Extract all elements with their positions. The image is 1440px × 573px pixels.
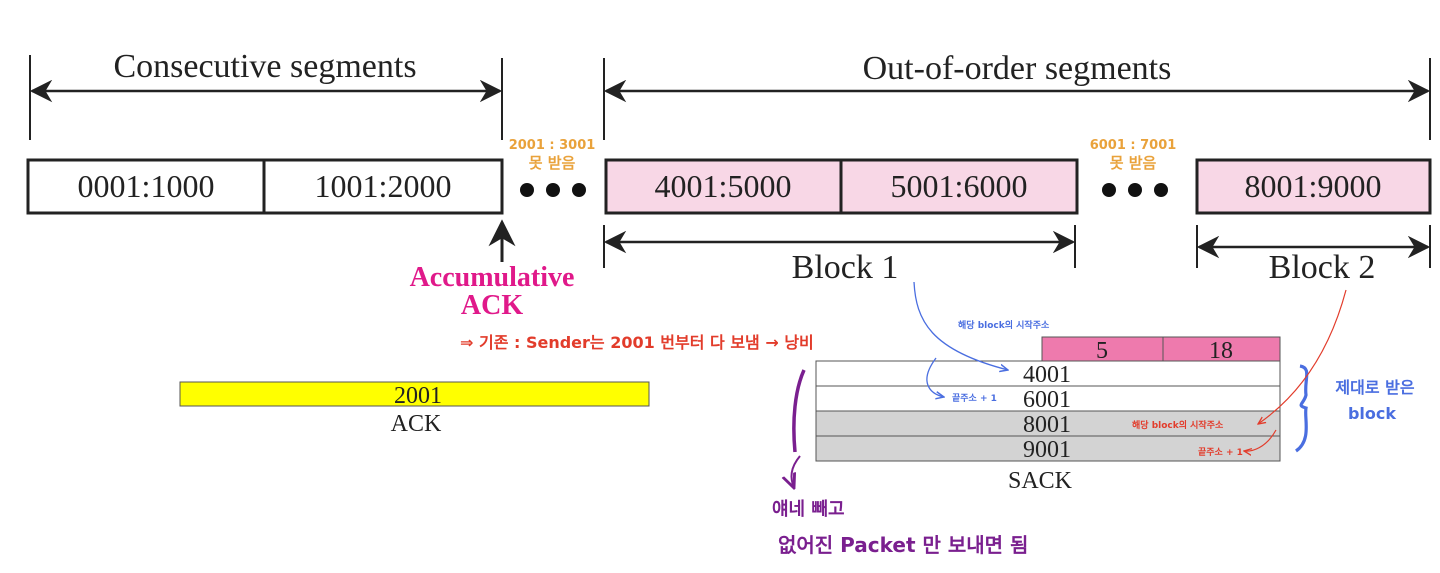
segment-label: 4001:5000 [655,168,792,204]
block-2-span: Block 2 [1196,225,1431,286]
accumulative-ack-line2: ACK [461,290,523,321]
segment-box-out-of-order [1195,158,1432,215]
missing-range: 6001 : 7001 [1090,138,1177,153]
gap-dots-1 [520,183,586,197]
missing-note: 못 받음 [1110,154,1157,172]
blue-annotations: 해당 block의 시작주소 끝주소 + 1 제대로 받은 block [913,281,1415,453]
segment-label: 5001:6000 [891,168,1028,204]
sack-header-value: 18 [1209,338,1233,364]
missing-note: 못 받음 [529,154,576,172]
ack-value: 2001 [394,383,442,409]
sack-row-value: 9001 [1023,437,1071,463]
block-1-span: Block 1 [603,225,1076,286]
missing-range: 2001 : 3001 [509,138,596,153]
block-1-label: Block 1 [792,249,899,286]
blue-arrow-end [926,357,944,397]
red-annotations: 해당 block의 시작주소 끝주소 + 1 [1132,289,1347,458]
segment-label: 0001:1000 [78,168,215,204]
received-blocks-note-line1: 제대로 받은 [1335,378,1414,397]
sack-header-value: 5 [1096,338,1108,364]
block-end-note-blue: 끝주소 + 1 [952,393,997,404]
segment-row: 0001:1000 1001:2000 4001:5000 5001:6000 … [26,158,1432,215]
purple-note-line1: 얘네 빼고 [772,499,845,520]
out-of-order-span: Out-of-order segments [603,50,1431,140]
segment-box [26,158,266,215]
sack-header-cell [1041,336,1164,362]
consecutive-span: Consecutive segments [29,48,503,140]
accumulative-ack-line1: Accumulative [410,262,575,293]
sack-row-value: 8001 [1023,412,1071,438]
consecutive-segments-title: Consecutive segments [113,48,416,85]
block-2-label: Block 2 [1269,249,1376,286]
sack-row-value: 4001 [1023,362,1071,388]
red-arrow-start [1258,289,1347,424]
sack-label: SACK [1008,468,1073,494]
received-blocks-note-line2: block [1348,404,1396,423]
sack-row-value: 6001 [1023,387,1071,413]
gap-note-1: 2001 : 3001 못 받음 [509,138,596,172]
waste-annotation: ⇒ 기존 : Sender는 2001 번부터 다 보냄 → 낭비 [460,333,814,352]
blue-arrow-start [913,281,1008,370]
segment-label: 1001:2000 [315,168,452,204]
ack-label: ACK [391,411,442,437]
accumulative-ack-marker: Accumulative ACK [410,219,575,321]
segment-label: 8001:9000 [1245,168,1382,204]
sack-row [815,410,1281,437]
block-start-note-red: 해당 block의 시작주소 [1132,419,1224,431]
sack-header-cell [1162,336,1281,362]
gap-note-2: 6001 : 7001 못 받음 [1090,138,1177,172]
ack-packet: 2001 ACK [179,381,650,437]
purple-arrow [792,455,801,488]
red-arrow-end [1244,429,1277,451]
gap-dots-2 [1102,183,1168,197]
segment-box [262,158,504,215]
purple-annotations: 얘네 빼고 없어진 Packet 만 보내면 됨 [772,369,1028,557]
block-end-note-red: 끝주소 + 1 [1198,447,1243,458]
out-of-order-segments-title: Out-of-order segments [863,50,1172,87]
purple-note-line2: 없어진 Packet 만 보내면 됨 [778,533,1028,557]
segment-box-out-of-order [839,158,1079,215]
block-start-note-blue: 해당 block의 시작주소 [958,319,1050,331]
sack-row [815,435,1281,462]
sack-row [815,360,1281,387]
purple-bracket [792,369,806,453]
ack-value-box [179,381,650,407]
sack-packet: 5 18 4001 6001 8001 9001 SACK [815,336,1281,494]
